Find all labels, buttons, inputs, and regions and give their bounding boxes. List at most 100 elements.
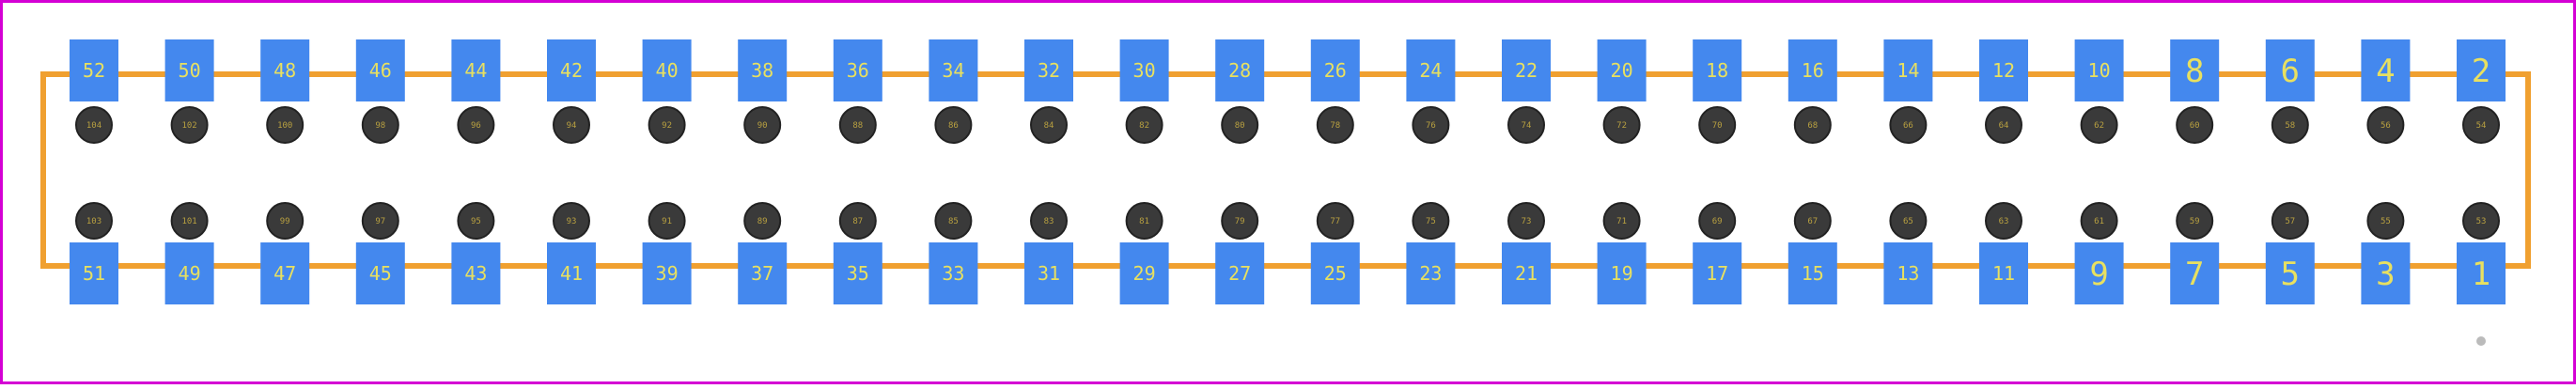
pad-rect	[1502, 242, 1551, 304]
upper-hole: 66	[1889, 106, 1928, 144]
upper-hole: 88	[838, 106, 877, 144]
hole-label: 79	[1235, 217, 1245, 226]
bottom-pad: 9	[2074, 242, 2124, 304]
hole-circle	[2080, 202, 2118, 240]
pad-rect	[2265, 39, 2315, 101]
pad-label: 49	[179, 262, 201, 285]
pad-rect	[1310, 242, 1360, 304]
upper-hole: 80	[1221, 106, 1259, 144]
bottom-pad: 25	[1310, 242, 1360, 304]
pad-rect	[1883, 39, 1933, 101]
pad-label: 47	[273, 262, 296, 285]
hole-label: 89	[757, 217, 768, 226]
pad-rect	[2457, 242, 2506, 304]
hole-circle	[2176, 202, 2214, 240]
pad-rect	[642, 39, 692, 101]
pad-label: 7	[2185, 256, 2204, 293]
bottom-pad: 7	[2170, 242, 2220, 304]
hole-label: 76	[1426, 121, 1436, 131]
hole-circle	[266, 202, 304, 240]
hole-circle	[266, 106, 304, 144]
hole-label: 84	[1044, 121, 1054, 131]
pad-label: 36	[847, 59, 869, 82]
hole-label: 60	[2190, 121, 2200, 131]
bottom-pad: 43	[451, 242, 501, 304]
hole-label: 102	[181, 121, 196, 131]
top-pad: 4	[2361, 39, 2411, 101]
hole-label: 68	[1807, 121, 1818, 131]
hole-circle	[2271, 106, 2309, 144]
pad-label: 41	[560, 262, 583, 285]
upper-hole: 58	[2271, 106, 2309, 144]
bottom-pad: 49	[164, 242, 214, 304]
hole-label: 70	[1712, 121, 1723, 131]
hole-circle	[553, 106, 590, 144]
upper-hole: 104	[75, 106, 113, 144]
bottom-pad: 33	[929, 242, 978, 304]
hole-circle	[1316, 202, 1354, 240]
hole-circle	[361, 106, 399, 144]
hole-circle	[1698, 106, 1737, 144]
pad-label: 15	[1802, 262, 1824, 285]
lower-hole: 59	[2176, 202, 2214, 240]
lower-hole: 99	[266, 202, 304, 240]
bottom-pad: 35	[833, 242, 882, 304]
pad-rect	[1883, 242, 1933, 304]
pad-label: 38	[751, 59, 773, 82]
pad-rect	[547, 39, 596, 101]
hole-label: 62	[2094, 121, 2104, 131]
pad-rect	[1406, 39, 1456, 101]
pad-label: 27	[1228, 262, 1251, 285]
hole-label: 65	[1903, 217, 1913, 226]
hole-label: 66	[1903, 121, 1913, 131]
pad-rect	[164, 242, 214, 304]
pad-rect	[451, 242, 501, 304]
hole-label: 99	[280, 217, 290, 226]
upper-hole: 74	[1507, 106, 1545, 144]
hole-circle	[1698, 202, 1737, 240]
hole-circle	[1602, 106, 1641, 144]
lower-hole: 69	[1698, 202, 1737, 240]
hole-circle	[648, 202, 686, 240]
pad-label: 52	[83, 59, 105, 82]
upper-hole: 60	[2176, 106, 2214, 144]
top-pad: 10	[2074, 39, 2124, 101]
hole-circle	[75, 202, 113, 240]
lower-hole: 79	[1221, 202, 1259, 240]
lower-hole: 83	[1030, 202, 1068, 240]
top-pad: 26	[1310, 39, 1360, 101]
hole-label: 75	[1426, 217, 1436, 226]
top-pad: 30	[1119, 39, 1169, 101]
pad-rect	[2361, 242, 2411, 304]
upper-hole: 62	[2080, 106, 2118, 144]
hole-circle	[1793, 202, 1832, 240]
pad-label: 9	[2089, 256, 2108, 293]
lower-hole: 65	[1889, 202, 1928, 240]
pad-rect	[929, 242, 978, 304]
bottom-pad: 29	[1119, 242, 1169, 304]
pad-rect	[1597, 39, 1647, 101]
bottom-pad: 17	[1693, 242, 1742, 304]
hole-label: 56	[2381, 121, 2391, 131]
bottom-pad: 39	[642, 242, 692, 304]
pad-label: 45	[369, 262, 392, 285]
upper-hole: 78	[1316, 106, 1354, 144]
hole-label: 74	[1522, 121, 1532, 131]
hole-label: 85	[948, 217, 959, 226]
pad-rect	[642, 242, 692, 304]
lower-hole: 93	[553, 202, 590, 240]
pad-label: 34	[942, 59, 964, 82]
pad-rect	[164, 39, 214, 101]
hole-circle	[553, 202, 590, 240]
top-pad: 16	[1788, 39, 1837, 101]
pad-rect	[1024, 39, 1073, 101]
pad-label: 33	[942, 262, 964, 285]
pad-rect	[1406, 242, 1456, 304]
hole-circle	[2176, 106, 2214, 144]
pad-label: 10	[2088, 59, 2111, 82]
pad-rect	[1979, 39, 2028, 101]
top-pad: 52	[70, 39, 118, 101]
pad-label: 22	[1515, 59, 1538, 82]
